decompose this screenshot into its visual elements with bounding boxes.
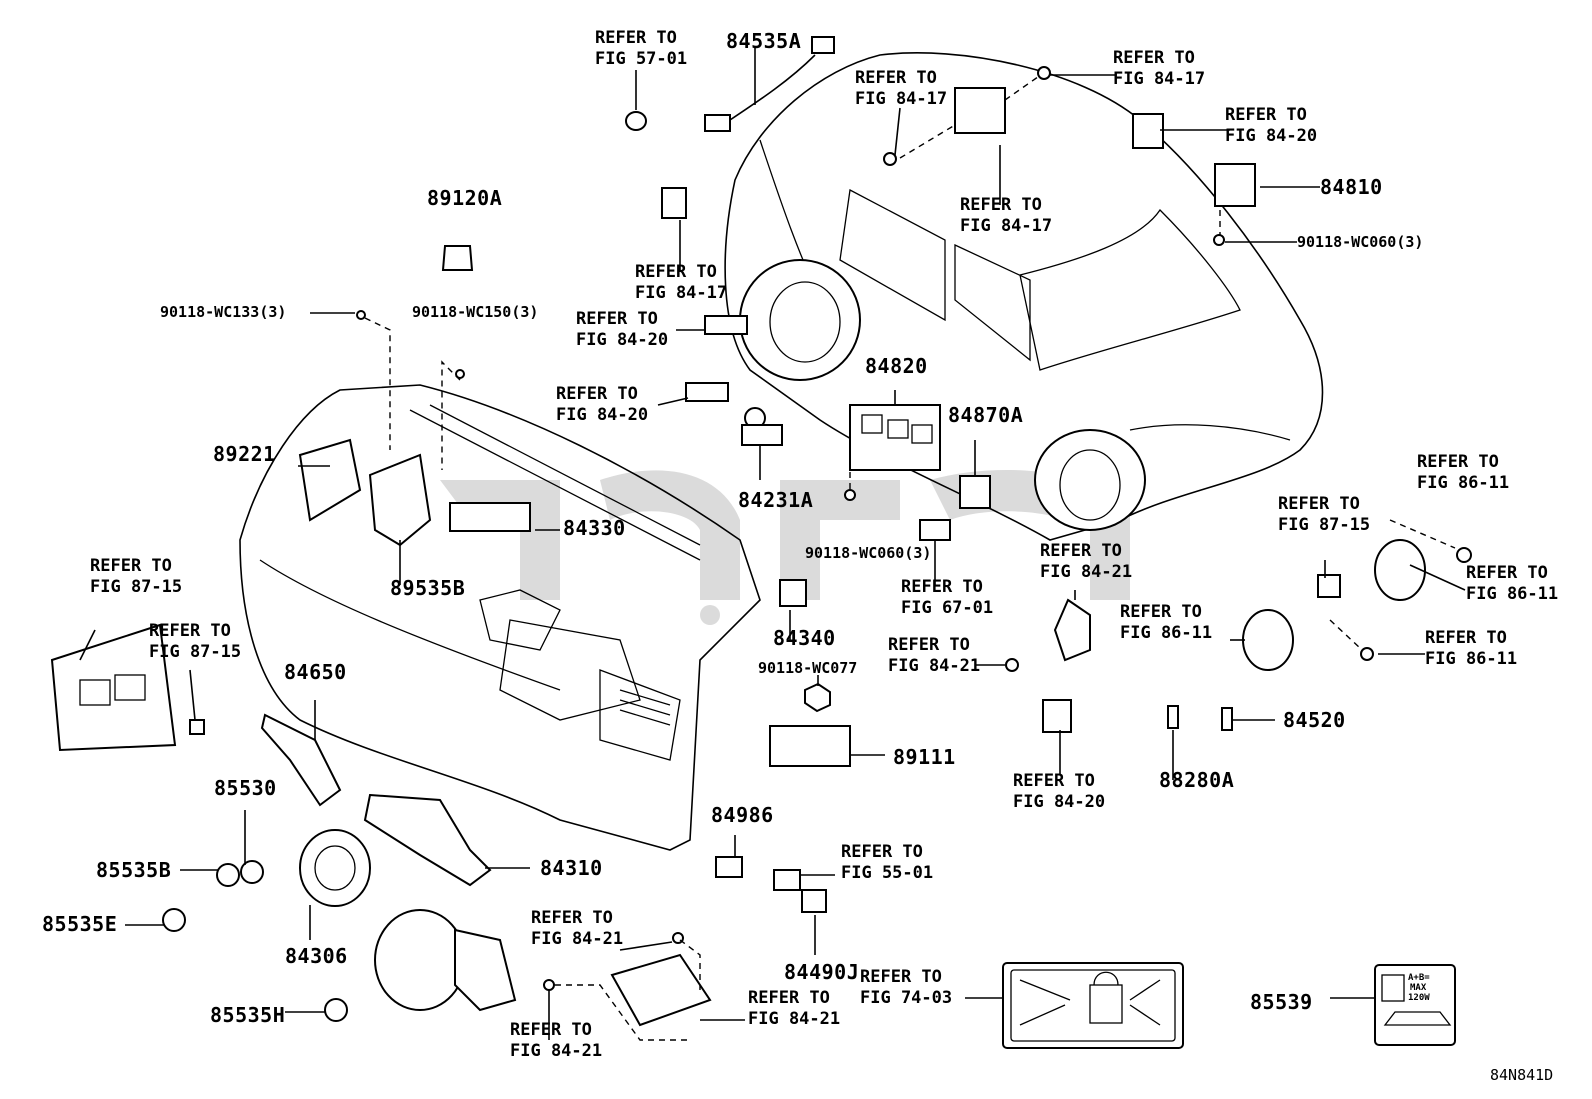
part-number-89111: 89111	[893, 745, 956, 769]
callout-refer-fig-84-20-c: REFER TO FIG 84-20	[556, 384, 649, 425]
callout-refer-fig-55-01: REFER TO FIG 55-01	[841, 842, 934, 883]
callout-refer-fig-84-21-b: REFER TO FIG 84-21	[888, 635, 981, 676]
callout-refer-fig-84-17-d: REFER TO FIG 84-17	[635, 262, 728, 303]
callout-refer-fig-84-17-b: REFER TO FIG 84-17	[1113, 48, 1206, 89]
callout-refer-fig-74-03: REFER TO FIG 74-03	[860, 967, 953, 1008]
part-number-84330: 84330	[563, 516, 626, 540]
bolt-90118-wc150: 90118-WC150(3)	[412, 303, 539, 321]
diagram-code: 84N841D	[1490, 1066, 1554, 1084]
part-number-84306: 84306	[285, 944, 348, 968]
callout-refer-fig-84-21-e: REFER TO FIG 84-21	[510, 1020, 603, 1061]
part-number-89221: 89221	[213, 442, 276, 466]
part-number-84870a: 84870A	[948, 403, 1024, 427]
leader-lines	[79, 48, 1466, 1040]
part-number-84520: 84520	[1283, 708, 1346, 732]
callout-refer-fig-87-15-a: REFER TO FIG 87-15	[1278, 494, 1371, 535]
callout-refer-fig-86-11-b: REFER TO FIG 86-11	[1466, 563, 1559, 604]
part-number-84986: 84986	[711, 803, 774, 827]
callout-refer-fig-84-21-a: REFER TO FIG 84-21	[1040, 541, 1133, 582]
part-number-84810: 84810	[1320, 175, 1383, 199]
callout-refer-fig-84-20-d: REFER TO FIG 84-20	[1013, 771, 1106, 812]
callout-refer-fig-84-20-a: REFER TO FIG 84-20	[1225, 105, 1318, 146]
nut-90118-wc077: 90118-WC077	[758, 659, 858, 677]
callout-refer-fig-84-17-c: REFER TO FIG 84-17	[960, 195, 1053, 236]
callout-refer-fig-87-15-c: REFER TO FIG 87-15	[149, 621, 242, 662]
part-number-85535e: 85535E	[42, 912, 118, 936]
part-number-84650: 84650	[284, 660, 347, 684]
part-number-84535a: 84535A	[726, 29, 802, 53]
part-number-89120a: 89120A	[427, 186, 503, 210]
callout-refer-fig-84-21-c: REFER TO FIG 84-21	[531, 908, 624, 949]
callout-refer-fig-67-01: REFER TO FIG 67-01	[901, 577, 994, 618]
part-number-85535b: 85535B	[96, 858, 172, 882]
bolt-90118-wc060-b: 90118-WC060(3)	[805, 544, 932, 562]
part-number-84820: 84820	[865, 354, 928, 378]
bolt-90118-wc060-a: 90118-WC060(3)	[1297, 233, 1424, 251]
vehicle-outline	[724, 52, 1324, 541]
part-number-85530: 85530	[214, 776, 277, 800]
callout-refer-fig-84-17-a: REFER TO FIG 84-17	[855, 68, 948, 109]
part-number-85539: 85539	[1250, 990, 1313, 1014]
decal-line-1: A+B=	[1408, 973, 1430, 983]
part-number-84490j: 84490J	[784, 960, 860, 984]
callout-refer-fig-86-11-c: REFER TO FIG 86-11	[1120, 602, 1213, 643]
callout-refer-fig-86-11-a: REFER TO FIG 86-11	[1417, 452, 1510, 493]
callout-refer-fig-57-01: REFER TO FIG 57-01	[595, 28, 688, 69]
part-number-88280a: 88280A	[1159, 768, 1235, 792]
decal-line-2: MAX	[1410, 983, 1427, 993]
bolt-90118-wc133: 90118-WC133(3)	[160, 303, 287, 321]
part-number-84231a: 84231A	[738, 488, 814, 512]
decal-line-3: 120W	[1408, 993, 1430, 1003]
callout-refer-fig-84-21-d: REFER TO FIG 84-21	[748, 988, 841, 1029]
part-number-89535b: 89535B	[390, 576, 466, 600]
part-number-85535h: 85535H	[210, 1003, 286, 1027]
part-shapes	[50, 36, 1472, 1049]
callout-refer-fig-86-11-d: REFER TO FIG 86-11	[1425, 628, 1518, 669]
callout-refer-fig-87-15-b: REFER TO FIG 87-15	[90, 556, 183, 597]
callout-refer-fig-84-20-b: REFER TO FIG 84-20	[576, 309, 669, 350]
part-number-84310: 84310	[540, 856, 603, 880]
part-number-84340: 84340	[773, 626, 836, 650]
instrument-panel	[239, 384, 761, 851]
